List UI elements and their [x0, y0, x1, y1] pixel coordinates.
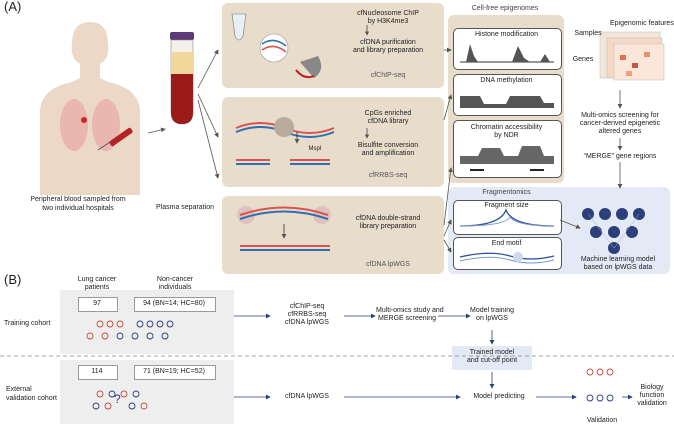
- train-methods-3: cfDNA lpWGS: [285, 319, 329, 326]
- patient-illustration: [40, 22, 140, 195]
- neural-network: [559, 208, 645, 254]
- rrbs-line3: Bisulfite conversion: [357, 142, 419, 149]
- col2-1: Non-cancer: [156, 276, 194, 283]
- histone-panel: [453, 28, 562, 70]
- multiomics-2: MERGE screening: [378, 315, 436, 322]
- rrbs-line2: cfDNA library: [367, 118, 409, 125]
- multiomics-1: Multi-omics study and: [376, 307, 444, 314]
- merge-label: “MERGE” gene regions: [583, 153, 657, 160]
- chip-box: [222, 3, 444, 88]
- chromatin-label-1: Chromatin accessibility: [470, 124, 543, 131]
- fragment-size-label: Fragment size: [484, 202, 529, 209]
- chip-method: cfChIP-seq: [370, 72, 406, 79]
- svg-text:?: ?: [114, 392, 121, 406]
- matrix-genes: Genes: [572, 56, 594, 63]
- rrbs-method: cfRRBS-seq: [368, 172, 408, 179]
- wgs-line2: library preparation: [359, 223, 417, 230]
- biology-1: Biology: [640, 384, 664, 391]
- val-n-cancer: 114: [91, 368, 103, 375]
- chip-line1: cfNucleosome ChIP: [357, 10, 419, 17]
- chromatin-label-2: by NDR: [494, 132, 519, 139]
- chip-icons: [231, 13, 322, 79]
- train-n-control: 94 (BN=14; HC=80): [143, 300, 205, 307]
- rrbs-line1: CpGs enriched: [364, 110, 412, 117]
- predicting-label: Model predicting: [473, 393, 525, 400]
- col1-1: Lung cancer: [77, 276, 117, 283]
- training-people: [86, 320, 174, 340]
- model-training-1: Model training: [470, 307, 514, 314]
- trained-2: and cut-off point: [466, 357, 518, 364]
- col2-2: individuals: [158, 284, 192, 291]
- chromatin-panel: [453, 120, 562, 178]
- screening-1: Multi-omics screening for: [581, 112, 659, 119]
- fragment-size-panel: [453, 200, 562, 235]
- mspi-label: MspI: [308, 146, 322, 152]
- matrix-features: Epigenomic features: [610, 20, 674, 27]
- epigenomic-matrix: [599, 31, 665, 81]
- methylation-signal: [460, 96, 554, 108]
- val-n-control: 71 (BN=19; HC=52): [143, 368, 205, 375]
- screening-3: altered genes: [598, 128, 642, 135]
- end-motif-label: End motif: [491, 240, 522, 247]
- histone-signal: [460, 44, 554, 63]
- biology-3: validation: [637, 400, 667, 407]
- train-methods-1: cfChIP-seq: [289, 303, 325, 310]
- ml-1: Machine learning model: [580, 256, 656, 263]
- chip-line3: cfDNA purification: [360, 39, 416, 46]
- validation-people: ?: [92, 390, 148, 410]
- methylation-label: DNA methylation: [480, 77, 533, 84]
- chromatin-signal: [460, 146, 554, 171]
- wgs-dna: [237, 206, 331, 251]
- ml-2: based on lpWGS data: [583, 264, 653, 271]
- chip-line2: by H3K4me3: [367, 18, 409, 25]
- val-cancer-cell: [78, 365, 118, 380]
- screening-2: cancer-derived epigenetic: [579, 120, 661, 127]
- train-control-cell: [134, 297, 216, 312]
- wgs-line1: cfDNA double-strand: [355, 215, 421, 222]
- methylation-panel: [453, 74, 562, 116]
- rrbs-box: [222, 97, 444, 187]
- external-label-1: External: [6, 386, 32, 393]
- panel-b-label: (B): [4, 272, 22, 287]
- train-n-cancer: 97: [93, 300, 101, 307]
- matrix-samples: Samples: [574, 30, 602, 37]
- external-label-2: validation cohort: [6, 395, 57, 402]
- wgs-method: cfDNA lpWGS: [366, 261, 410, 268]
- validation-label: Validation: [586, 417, 618, 424]
- fragment-size-curve: [459, 208, 555, 227]
- chip-line4: and library preparation: [352, 47, 424, 54]
- rrbs-line4: and amplification: [361, 150, 415, 157]
- rrbs-dna: [235, 117, 335, 165]
- biology-2: function: [639, 392, 665, 399]
- histone-label: Histone modification: [474, 31, 539, 38]
- fragmentomics-title: Fragmentomics: [482, 189, 531, 196]
- validation-result-people: [586, 368, 614, 402]
- training-label: Training cohort: [4, 320, 51, 327]
- patient-caption-1: Peripheral blood sampled from: [30, 196, 126, 203]
- model-training-2: on lpWGS: [476, 315, 508, 322]
- blood-tube: [170, 32, 194, 125]
- train-methods-2: cfRRBS-seq: [287, 311, 327, 318]
- end-motif-panel: [453, 237, 562, 270]
- patient-caption-2: two individual hospitals: [42, 205, 114, 212]
- col1-2: patients: [84, 284, 110, 291]
- train-cancer-cell: [78, 297, 118, 312]
- val-control-cell: [134, 365, 216, 380]
- val-method: cfDNA lpWGS: [285, 393, 329, 400]
- epigenomes-title: Cell-free epigenomes: [471, 5, 539, 12]
- end-motif-curve: [459, 252, 555, 264]
- trained-model-box: [452, 346, 532, 370]
- panel-a-label: (A): [4, 0, 22, 14]
- trained-1: Trained model: [469, 349, 515, 356]
- plasma-caption: Plasma separation: [156, 204, 214, 211]
